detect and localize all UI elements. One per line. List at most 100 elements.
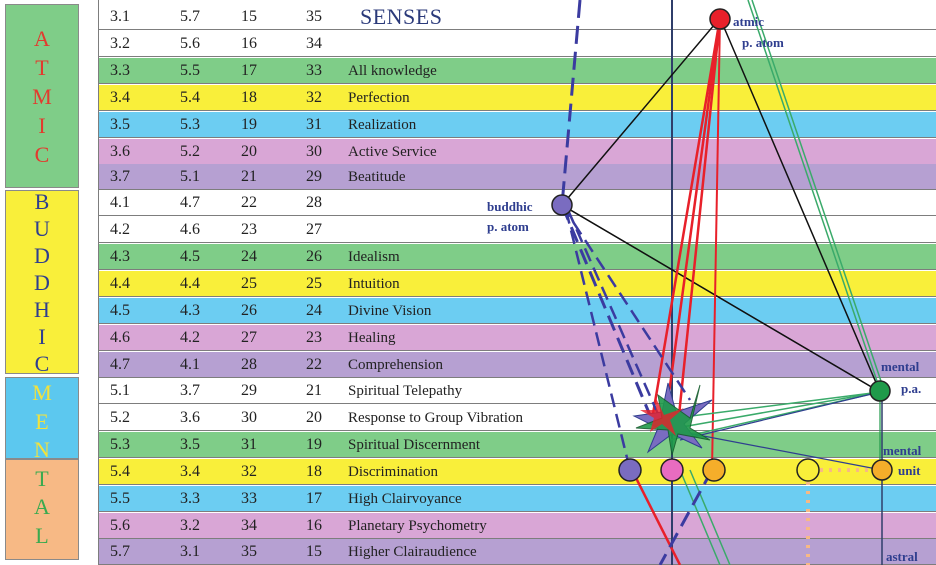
plane-letter: T	[35, 54, 49, 80]
row-value: 33	[306, 62, 322, 79]
plane-letter: T	[35, 465, 49, 491]
mental-pa-label-2: p.a.	[901, 381, 922, 396]
plane-letter: M	[32, 83, 52, 109]
sense-name: Realization	[348, 117, 417, 133]
row-value: 4.6	[110, 329, 130, 346]
plane-letter: H	[34, 296, 50, 322]
green-line	[664, 391, 881, 431]
unit-node-circle	[618, 458, 642, 482]
row-value: 5.1	[180, 168, 200, 185]
mental-pa-label: mental	[881, 359, 920, 374]
plane-letter: C	[34, 350, 50, 376]
plane-letter: B	[34, 188, 50, 214]
sense-name: Response to Group Vibration	[348, 410, 524, 426]
row-value: 3.5	[110, 116, 130, 133]
plane-letter: N	[34, 437, 50, 462]
row-value: 22	[306, 356, 322, 373]
dashed-line	[564, 209, 632, 471]
row-value: 26	[241, 302, 257, 319]
red-line	[650, 17, 722, 421]
sense-name: Healing	[348, 330, 396, 346]
buddhic-label: buddhic	[487, 199, 533, 214]
row-value: 5.6	[110, 517, 130, 534]
green-line	[679, 469, 721, 565]
red-line	[711, 17, 721, 471]
row-value: 4.7	[180, 194, 200, 211]
row-value: 20	[241, 143, 257, 160]
plane-mental-lower	[5, 459, 79, 560]
row-value: 23	[241, 221, 257, 238]
row-value: 3.2	[180, 517, 200, 534]
plane-letter: M	[32, 380, 52, 405]
green-line	[747, 0, 881, 391]
plane-letter: I	[38, 112, 46, 138]
row-value: 15	[241, 8, 257, 25]
green-line	[751, 0, 885, 391]
row-value: 25	[241, 275, 257, 292]
row-value: 35	[306, 8, 322, 25]
blue-line	[671, 429, 883, 471]
row-value: 20	[306, 409, 322, 426]
row-value: 27	[241, 329, 257, 346]
row-value: 4.4	[110, 275, 130, 292]
row-value: 29	[241, 382, 257, 399]
row-value: 19	[306, 436, 322, 453]
unit-node-circle	[796, 458, 820, 482]
row-value: 15	[306, 543, 322, 560]
sense-name: Spiritual Discernment	[348, 437, 481, 453]
dashed-line	[560, 204, 692, 401]
sense-name: Beatitude	[348, 169, 406, 185]
astral-label: astral	[886, 549, 918, 564]
star-shape	[635, 384, 711, 456]
star-shape	[640, 398, 684, 436]
row-value: 16	[241, 35, 257, 52]
dashed-line	[560, 0, 582, 206]
sense-name: High Clairvoyance	[348, 491, 462, 507]
row-value: 24	[241, 248, 257, 265]
triad-line	[561, 204, 881, 393]
plane-letter: D	[34, 242, 50, 268]
row-value: 5.7	[110, 543, 130, 560]
row-value: 28	[241, 356, 257, 373]
mental-unit-label: mental	[883, 443, 922, 458]
sense-name: Idealism	[348, 249, 400, 265]
row-value: 4.2	[110, 221, 130, 238]
row-value: 5.5	[180, 62, 200, 79]
row-value: 3.7	[110, 168, 130, 185]
row-value: 3.3	[180, 490, 200, 507]
row-value: 31	[306, 116, 322, 133]
row-value: 23	[306, 329, 322, 346]
row-value: 4.1	[110, 194, 130, 211]
sense-name: Higher Clairaudience	[348, 544, 477, 560]
row-value: 3.4	[180, 463, 200, 480]
dashed-line	[566, 209, 667, 431]
sense-name: Perfection	[348, 90, 410, 106]
row-value: 5.4	[180, 89, 200, 106]
row-value: 4.5	[110, 302, 130, 319]
green-line	[659, 391, 881, 421]
row-value: 21	[241, 168, 257, 185]
sense-name: Comprehension	[348, 357, 443, 373]
sense-name: Intuition	[348, 276, 400, 292]
row-value: 17	[241, 62, 257, 79]
plane-letter: U	[34, 215, 50, 241]
sense-name: Discrimination	[348, 464, 438, 480]
unit-node-circle	[702, 458, 726, 482]
dashed-line	[560, 204, 654, 421]
red-line	[662, 17, 722, 431]
red-line	[630, 469, 682, 565]
row-value: 35	[241, 543, 257, 560]
row-value: 18	[306, 463, 322, 480]
row-value: 3.6	[110, 143, 130, 160]
plane-mental-higher	[5, 377, 79, 459]
row-value: 4.3	[180, 302, 200, 319]
